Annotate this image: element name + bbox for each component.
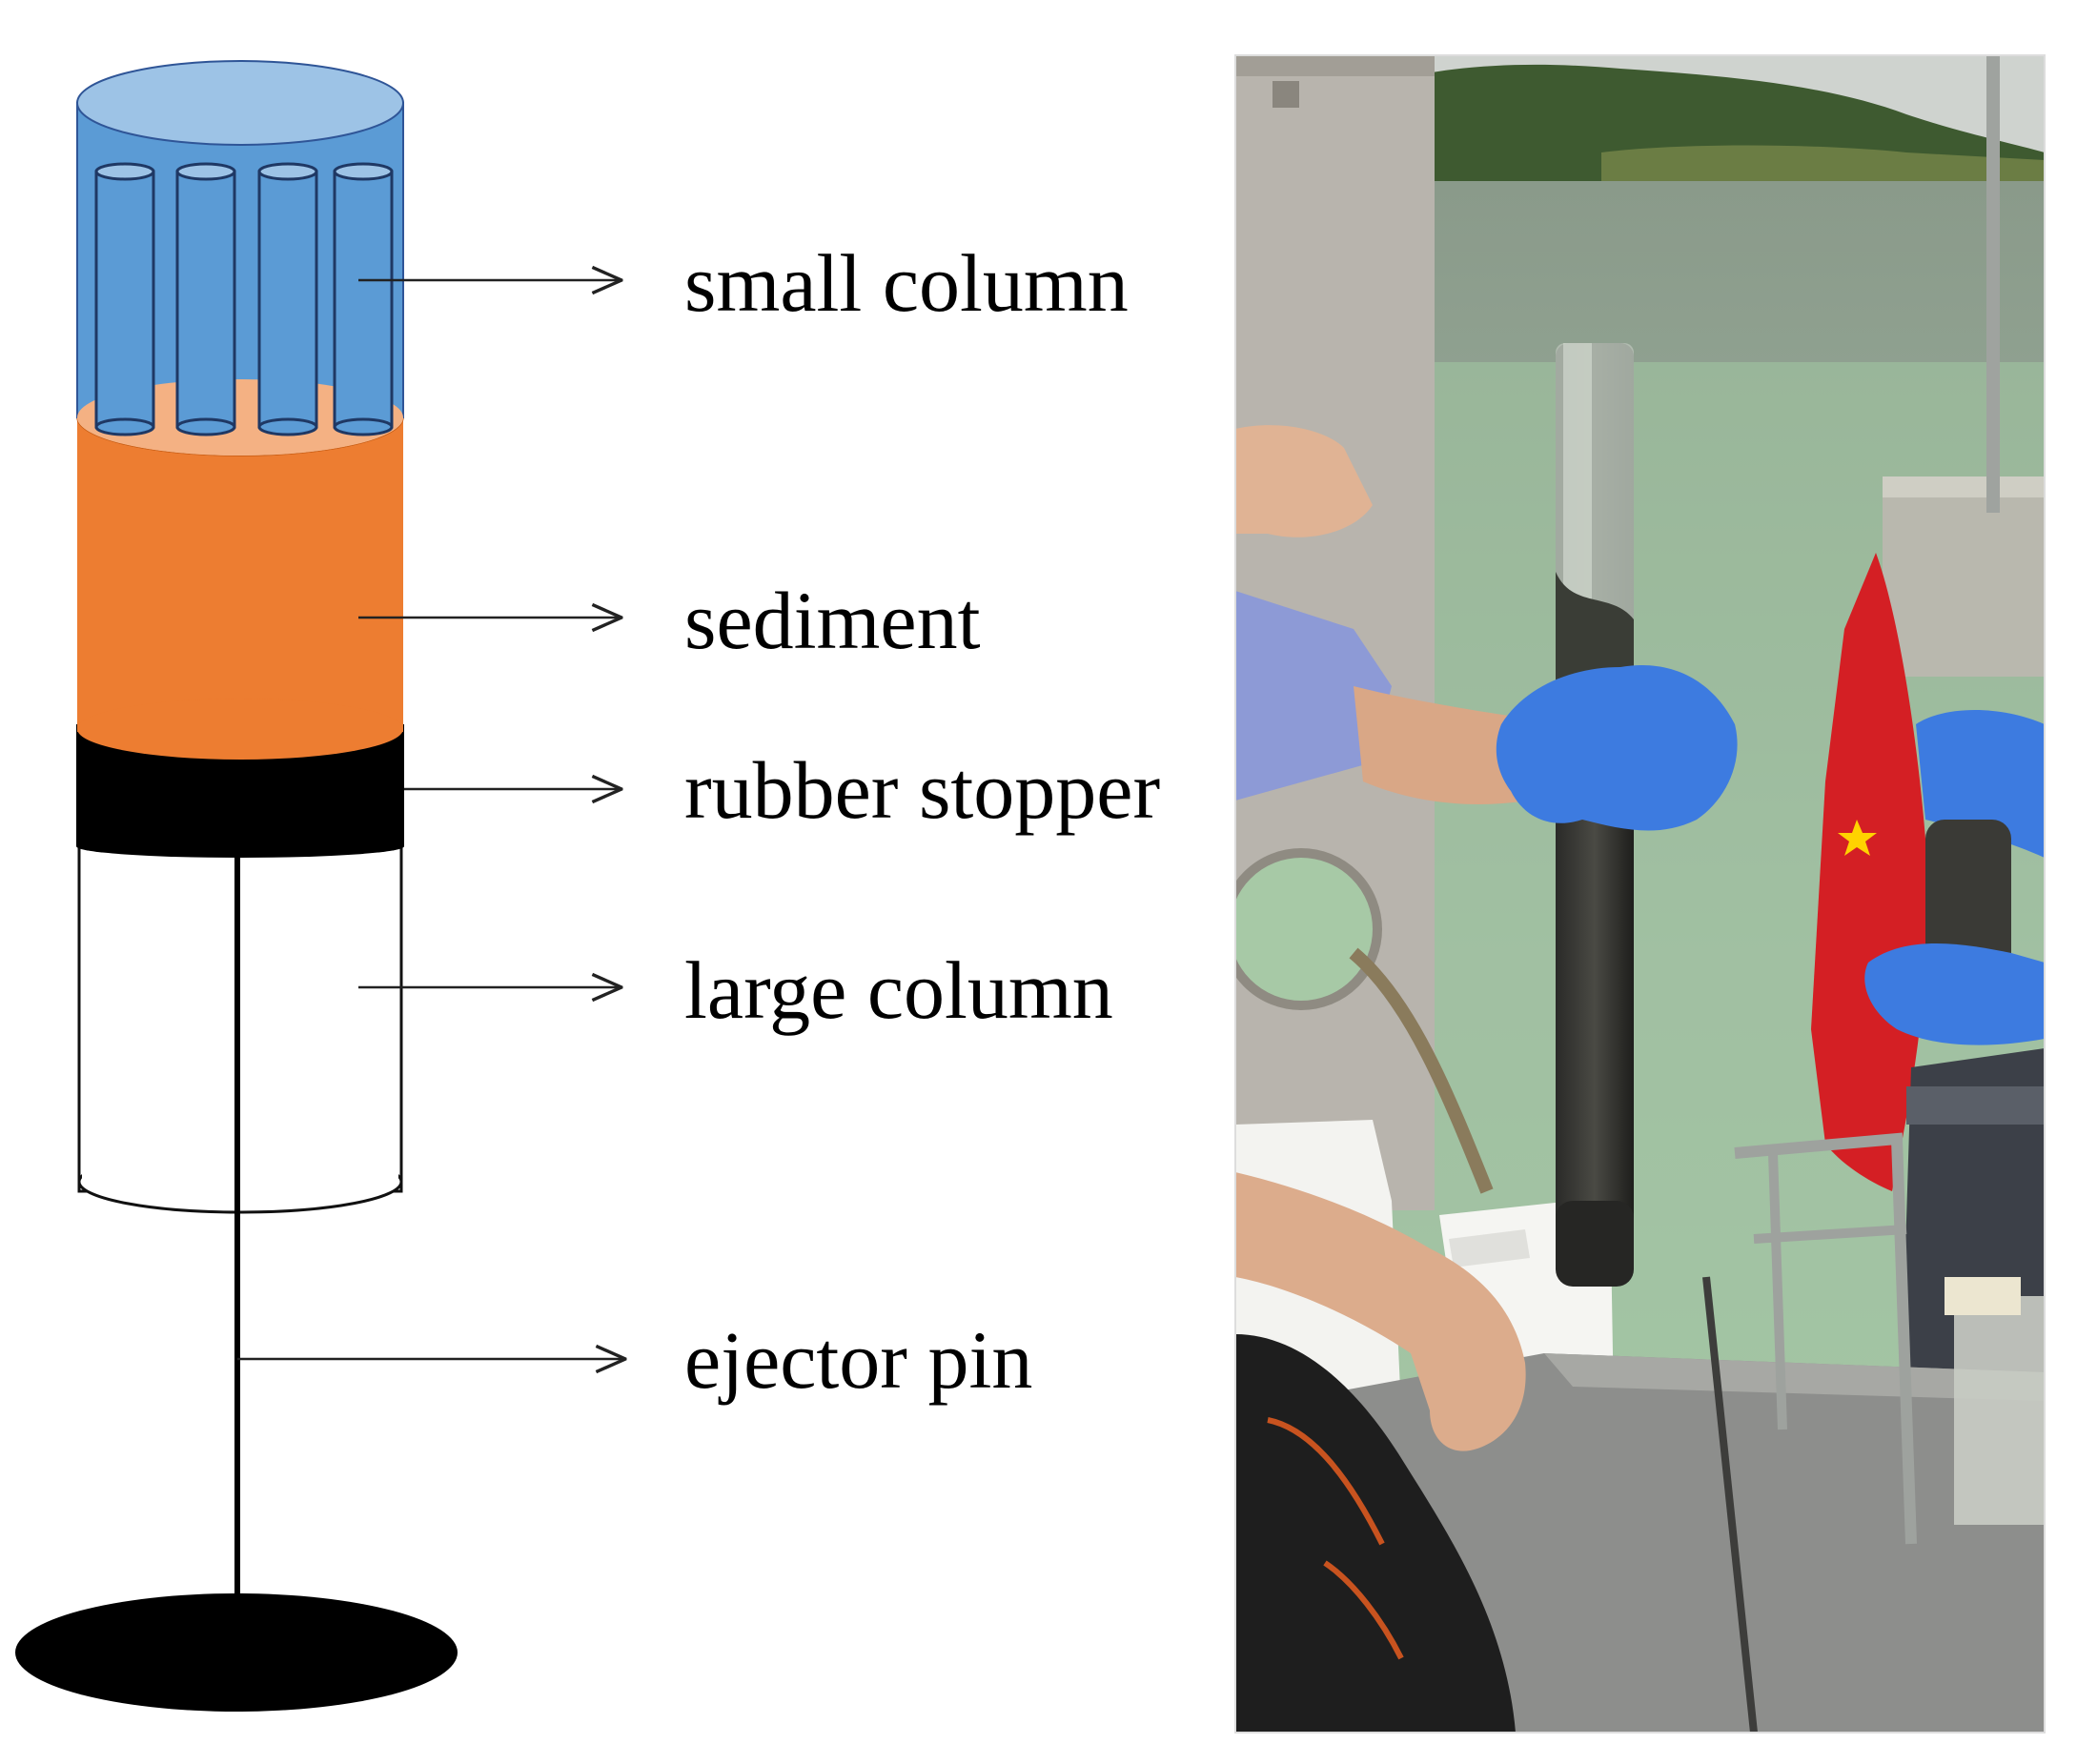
- small-column-4: [333, 162, 394, 436]
- small-columns: [94, 162, 394, 436]
- label-ejector-pin: ejector pin: [684, 1314, 1032, 1406]
- label-rubber-stopper: rubber stopper: [684, 744, 1160, 836]
- ejector-pin-base: [15, 1593, 458, 1712]
- field-photo: [1234, 54, 2046, 1734]
- label-sediment: sediment: [684, 575, 981, 666]
- porthole: [1235, 848, 1382, 1010]
- sampler-diagram: small column sediment rubber stopper lar…: [15, 60, 1160, 1712]
- small-column-2: [175, 162, 236, 436]
- water-top: [76, 60, 404, 146]
- glove-left: [1496, 665, 1738, 831]
- glove-right: [1864, 943, 2045, 1045]
- small-column-3: [257, 162, 318, 436]
- label-large-column: large column: [684, 944, 1113, 1036]
- small-column-1: [94, 162, 155, 436]
- flag: [1811, 553, 1928, 1191]
- sediment-shape: [77, 417, 403, 732]
- label-small-column: small column: [684, 237, 1129, 329]
